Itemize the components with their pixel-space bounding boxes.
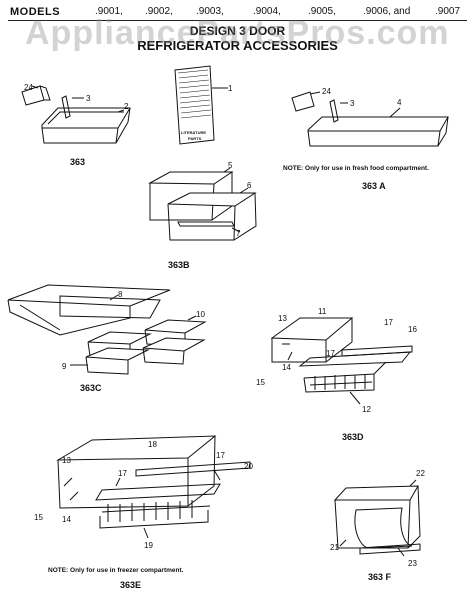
model-number: .9005, [308,6,336,17]
model-number: .9001, [95,6,123,17]
figure-label-363a: 363 A [362,181,386,191]
callout-15: 15 [256,378,265,387]
figure-label-363: 363 [70,157,86,167]
basket-frame-363e [56,435,251,539]
callout-15: 15 [34,513,43,522]
callout-14: 14 [282,363,291,372]
roll-container-363f [333,479,421,557]
booklet-label-line1: LITERATURE [181,130,206,135]
page-title-line1: DESIGN 3 DOOR [189,24,286,38]
bin-363a [291,91,449,147]
callout-13: 13 [62,456,71,465]
callout-21: 21 [330,543,339,552]
figure-label-363e: 363E [120,580,142,590]
callout-20: 20 [244,462,253,471]
callout-7: 7 [236,229,241,238]
callout-17: 17 [326,349,335,358]
callout-16: 16 [408,325,417,334]
callout-2: 2 [124,102,129,111]
callout-23: 23 [408,559,417,568]
model-number: .9003, [196,6,224,17]
callout-17: 17 [384,318,393,327]
callout-8: 8 [118,290,123,299]
callout-24: 24 [24,83,33,92]
callout-11: 11 [318,307,327,316]
callout-4: 4 [397,98,402,107]
callout-10: 10 [196,310,205,319]
model-number: .9006, and [363,6,411,17]
models-label: MODELS [10,6,61,18]
model-number: .9007 [435,6,461,17]
callout-1: 1 [228,84,233,93]
model-number: .9004, [253,6,281,17]
basket-frame-363d [270,317,413,405]
callout-17: 17 [216,451,225,460]
literature-booklet [174,65,228,145]
callout-9: 9 [62,362,67,371]
figure-label-363b: 363B [168,260,190,270]
callout-17: 17 [118,469,127,478]
callout-22: 22 [416,469,425,478]
callout-19: 19 [144,541,153,550]
covered-bins-363b [148,167,257,241]
figure-label-363f: 363 F [368,572,392,582]
callout-18: 18 [148,440,157,449]
callout-3: 3 [350,99,355,108]
figure-label-363c: 363C [80,383,102,393]
page-title-line2: REFRIGERATOR ACCESSORIES [137,38,338,53]
figure-label-363d: 363D [342,432,364,442]
model-number: .9002, [145,6,173,17]
booklet-label-line2: PARTS [188,136,202,141]
bin-363 [21,85,131,144]
callout-12: 12 [362,405,371,414]
callout-3: 3 [86,94,91,103]
callout-24: 24 [322,87,331,96]
watermark: AppliancePartsPros.com [25,14,450,52]
note-fresh-food: NOTE: Only for use in fresh food compart… [283,165,429,172]
callout-13: 13 [278,314,287,323]
callout-5: 5 [228,161,233,170]
note-freezer: NOTE: Only for use in freezer compartmen… [48,567,184,574]
callout-14: 14 [62,515,71,524]
header-rule [8,20,467,21]
callout-6: 6 [247,181,252,190]
tray-363c [7,284,207,375]
